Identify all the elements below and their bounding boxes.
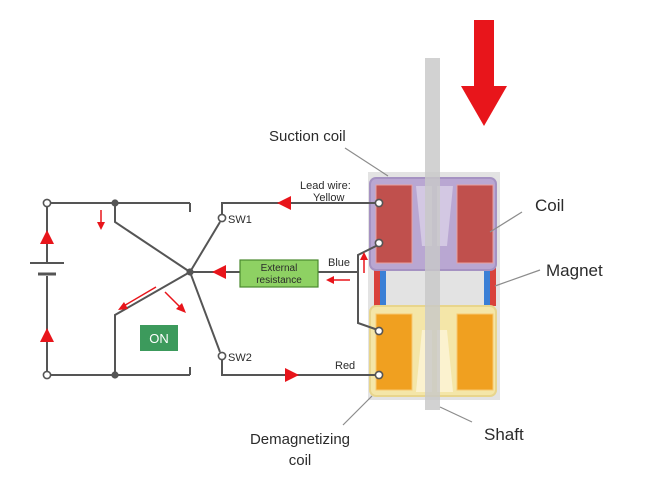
magnet-strip-left-blue bbox=[380, 268, 386, 306]
magnet-strip-right-red bbox=[490, 268, 496, 306]
flow-arrow-battery-up-2 bbox=[40, 328, 54, 342]
coil-label: Coil bbox=[535, 196, 564, 215]
on-badge: ON bbox=[140, 325, 178, 351]
lead-wire-label-2: Yellow bbox=[313, 192, 344, 204]
magnet-label: Magnet bbox=[546, 261, 603, 280]
demag-coil-right bbox=[456, 313, 494, 391]
sw2-label: SW2 bbox=[228, 352, 252, 364]
lead-wire-label-1: Lead wire: bbox=[300, 180, 351, 192]
yellow-lead-terminal bbox=[374, 198, 384, 208]
sw1-label: SW1 bbox=[228, 214, 252, 226]
external-resistance-label-2: resistance bbox=[256, 275, 302, 286]
sw1-blade bbox=[189, 221, 221, 273]
current-flow-arrows bbox=[40, 196, 368, 382]
external-resistance-label-1: External bbox=[261, 263, 298, 274]
shaft-label: Shaft bbox=[484, 425, 524, 444]
sw1-terminal bbox=[217, 213, 227, 223]
flow-arrow-battery-up-1 bbox=[40, 230, 54, 244]
flow-arrow-resistor-out bbox=[212, 265, 226, 279]
leader-lines bbox=[342, 147, 541, 426]
demag-coil-label-1: Demagnetizing bbox=[250, 431, 350, 448]
demag-coil-label-2: coil bbox=[289, 452, 312, 469]
sw2-blade bbox=[189, 271, 221, 353]
blue-lead-terminal-top bbox=[374, 238, 384, 248]
suction-coil-label: Suction coil bbox=[269, 128, 346, 145]
demag-core-right bbox=[437, 330, 453, 392]
flow-arrow-yellow-lead bbox=[277, 196, 291, 210]
suction-core-right bbox=[437, 186, 453, 246]
magnet-strip-left-red bbox=[374, 268, 380, 306]
on-badge-label: ON bbox=[149, 331, 169, 346]
blue-lead-terminal-bottom bbox=[374, 326, 384, 336]
circuit-wiring bbox=[30, 198, 384, 380]
push-direction-arrow bbox=[461, 20, 507, 126]
suction-coil-left bbox=[375, 184, 413, 264]
magnet-strip-right-blue bbox=[484, 268, 490, 306]
red-lead-terminal bbox=[374, 370, 384, 380]
external-resistance: External resistance bbox=[239, 259, 319, 288]
solenoid-assembly bbox=[368, 58, 500, 410]
blue-lead-label: Blue bbox=[328, 257, 350, 269]
red-lead-label: Red bbox=[335, 360, 355, 372]
shaft bbox=[425, 58, 440, 410]
flow-arrow-red-lead bbox=[285, 368, 299, 382]
sw2-terminal bbox=[217, 351, 227, 361]
suction-coil-right bbox=[456, 184, 494, 264]
